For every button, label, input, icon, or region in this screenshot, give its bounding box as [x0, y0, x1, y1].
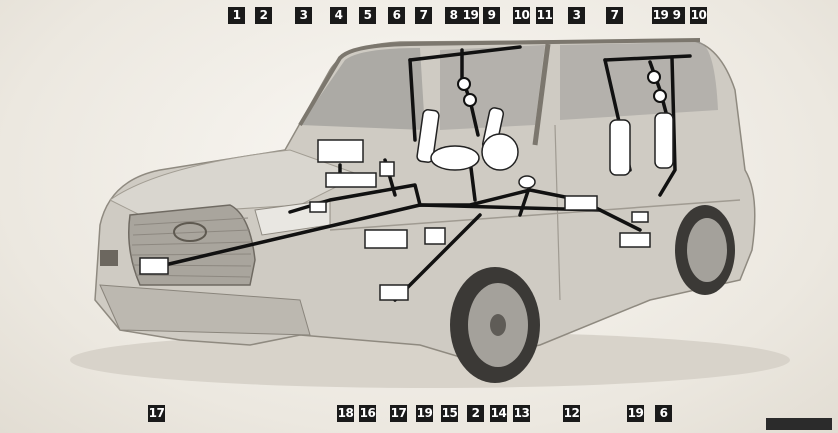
fog-lamp — [100, 250, 118, 266]
callout-number: 13 — [513, 405, 530, 422]
rear-wheel — [675, 205, 735, 295]
front-sensor — [140, 258, 168, 274]
side-window-rear — [560, 42, 718, 120]
callout-number: 4 — [330, 7, 347, 24]
center-sensor — [425, 228, 445, 244]
rear-seat-side-airbag — [610, 120, 630, 175]
rear-side-sensor — [620, 233, 650, 247]
callout-number: 6 — [655, 405, 672, 422]
callout-number: 19 — [416, 405, 433, 422]
callout-number: 6 — [388, 7, 405, 24]
callout-number: 19 — [462, 7, 479, 24]
knee-airbag-module — [318, 140, 363, 162]
callout-number: 15 — [441, 405, 458, 422]
callout-number: 17 — [390, 405, 407, 422]
callout-number: 3 — [568, 7, 585, 24]
callout-number: 16 — [359, 405, 376, 422]
image-code — [766, 418, 832, 430]
callout-number: 5 — [359, 7, 376, 24]
rear-module — [565, 196, 597, 210]
callout-number: 14 — [490, 405, 507, 422]
small-sensor-2 — [380, 162, 394, 176]
callout-number: 3 — [295, 7, 312, 24]
callout-number: 1 — [228, 7, 245, 24]
center-module — [365, 230, 407, 248]
rear-seat-side-airbag-2 — [655, 113, 673, 168]
callout-number: 2 — [467, 405, 484, 422]
callout-number: 19 — [652, 7, 669, 24]
callout-number: 10 — [513, 7, 530, 24]
callout-number: 12 — [563, 405, 580, 422]
callout-number: 19 — [627, 405, 644, 422]
callout-number: 10 — [690, 7, 707, 24]
side-sensor — [380, 285, 408, 300]
callout-number: 7 — [415, 7, 432, 24]
small-sensor-3 — [632, 212, 648, 222]
callout-number: 9 — [483, 7, 500, 24]
callout-number: 11 — [536, 7, 553, 24]
callout-number: 2 — [255, 7, 272, 24]
callout-number: 18 — [337, 405, 354, 422]
callout-number: 9 — [668, 7, 685, 24]
callout-number: 8 — [445, 7, 462, 24]
front-wheel — [450, 267, 540, 383]
passenger-airbag-module — [326, 173, 376, 187]
seatbelt-pretensioner — [519, 176, 535, 188]
seat-cushion — [431, 146, 479, 170]
callout-number: 7 — [606, 7, 623, 24]
steering-wheel-airbag — [482, 134, 518, 170]
callout-number: 17 — [148, 405, 165, 422]
small-sensor — [310, 202, 326, 212]
